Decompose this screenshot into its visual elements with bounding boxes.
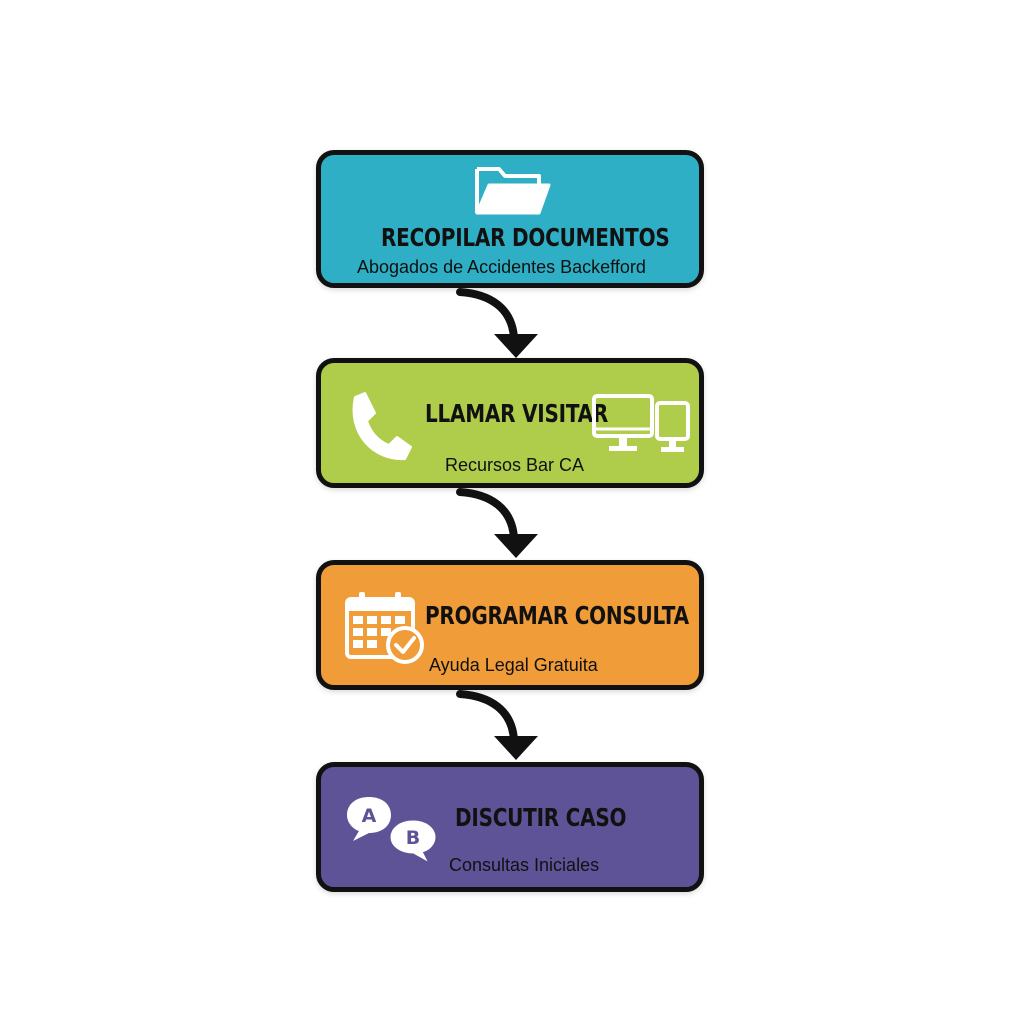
bubble-label-b: B: [406, 827, 420, 849]
step-recopilar-documentos: RECOPILAR DOCUMENTOS Abogados de Acciden…: [316, 150, 704, 288]
step-subtitle: Recursos Bar CA: [445, 455, 585, 475]
step-llamar-visitar: LLAMAR VISITAR Recursos Bar CA: [316, 358, 704, 488]
step-subtitle: Consultas Iniciales: [449, 855, 600, 875]
step-title: LLAMAR VISITAR: [425, 399, 609, 428]
calendar-check-icon: [345, 592, 424, 664]
step-title: DISCUTIR CASO: [455, 803, 627, 832]
phone-icon: [352, 392, 412, 461]
bubble-label-a: A: [362, 805, 377, 827]
chat-bubbles-icon: A B: [347, 797, 439, 869]
step-subtitle: Ayuda Legal Gratuita: [429, 655, 598, 675]
arrow-connector-1: [456, 288, 538, 358]
step-programar-consulta: PROGRAMAR CONSULTA Ayuda Legal Gratuita: [316, 560, 704, 690]
step-title: RECOPILAR DOCUMENTOS: [381, 223, 670, 252]
computers-icon: [592, 394, 690, 452]
folder-icon: [475, 167, 551, 215]
step-subtitle: Abogados de Accidentes Backefford: [357, 257, 646, 277]
step-title: PROGRAMAR CONSULTA: [425, 601, 689, 630]
arrow-connector-3: [456, 690, 538, 760]
arrow-connector-2: [456, 488, 538, 558]
step-discutir-caso: A B DISCUTIR CASO Consultas Iniciales: [316, 762, 704, 892]
